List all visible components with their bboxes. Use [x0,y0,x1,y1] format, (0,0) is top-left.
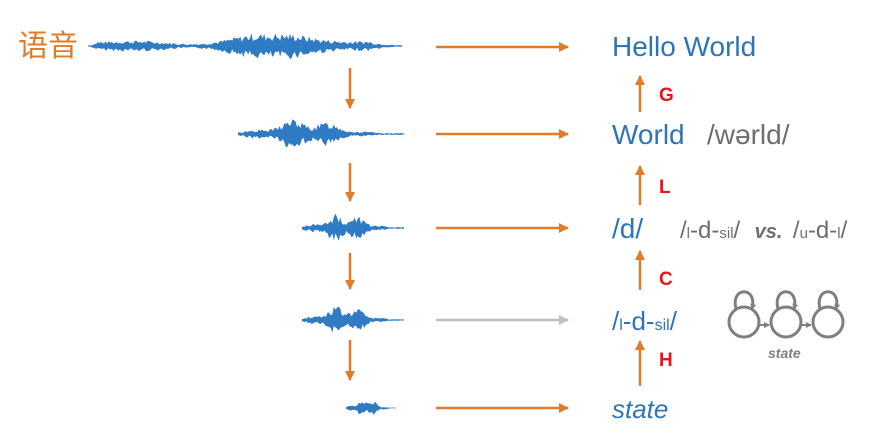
hmm-self-loop-2 [775,290,799,310]
waveform-triphone [302,306,404,333]
state-triphone-center: -d- [623,306,655,336]
model-letter-c: C [659,269,673,290]
speech-label: 语音 [18,29,78,64]
output-word-world: World [612,119,685,150]
mapping-arrows [436,42,569,413]
triphone-right-open: / [793,217,800,244]
triphone-right-close: / [841,217,848,244]
waveform-phone [302,213,404,241]
triphone-vs: vs. [755,221,783,243]
waveform-state [346,401,396,415]
output-word-ipa: /wərld/ [707,119,790,150]
triphone-left-close: / [734,217,741,244]
hmm-self-loop-1 [733,290,757,310]
output-triphone: /l-d-sil/ [612,306,678,336]
waveform-full-utterance [88,33,402,59]
triphone-right-center: -d- [808,217,837,244]
triphone-left-open: / [680,217,687,244]
model-letter-h: H [659,350,673,371]
output-state: state [612,394,668,424]
state-triphone-left-context: l [619,317,623,334]
output-hello-world: Hello World [612,31,756,62]
triphone-left-context: l [687,225,690,242]
model-letter-l: L [659,177,671,198]
state-triphone-open: / [612,306,620,336]
state-triphone-right-context: sil [655,317,670,334]
hmm-state-diagram [727,290,845,339]
model-letter-g: G [659,85,674,106]
state-triphone-close: / [670,306,678,336]
output-phone: /d/ [612,213,643,244]
triphone-right-context: l [837,225,840,242]
triphone-left-center: -d- [690,217,719,244]
waveform-word [238,119,404,147]
waveforms [88,33,404,415]
triphone-left-right-context: sil [719,225,733,242]
hmm-self-loop-3 [817,290,841,310]
hmm-state-caption: state [768,345,801,361]
output-triphone-pair: /l-d-sil/ vs. /u-d-l/ [680,217,848,244]
hmm-state-2 [769,305,803,339]
triphone-right-left-context: u [800,225,808,242]
hmm-state-1 [727,305,761,339]
hmm-state-3 [811,305,845,339]
